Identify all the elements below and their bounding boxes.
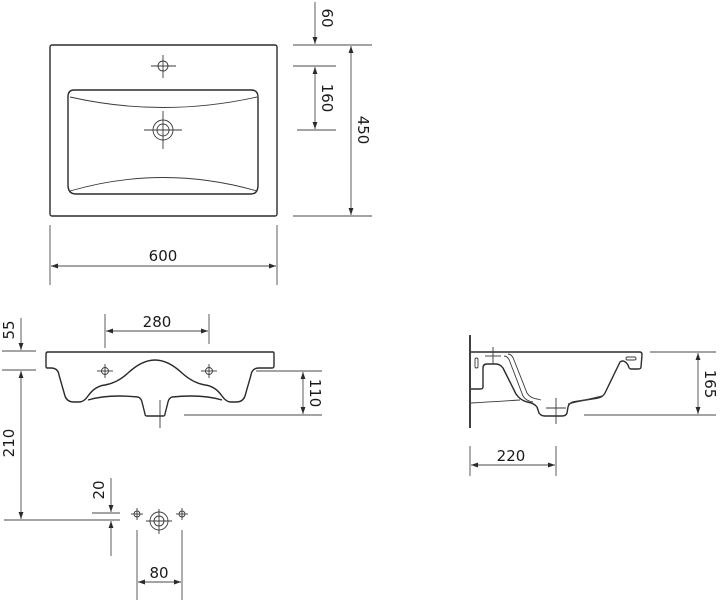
bowl-outline-top — [67, 89, 259, 195]
side-view: 165 220 — [469, 335, 719, 476]
basin-outline-side — [471, 351, 643, 417]
top-view: 600 60 160 450 — [49, 2, 372, 285]
dim-width-600: 600 — [149, 247, 178, 265]
dim-rim-55: 55 — [0, 320, 18, 339]
fixing-hole-left-icon — [131, 508, 143, 520]
dim-fixing-20: 20 — [90, 480, 108, 499]
dim-fixing-80: 80 — [149, 564, 168, 582]
bracket-hole-left-icon — [97, 364, 113, 378]
side-inner-wall — [507, 353, 542, 401]
bowl-rim-curve-bottom — [69, 177, 258, 192]
dim-tap-offset-60: 60 — [318, 8, 336, 27]
dim-height-165: 165 — [701, 370, 719, 399]
overflow-slot-side — [474, 357, 479, 369]
drain-icon — [144, 111, 182, 149]
overflow-slot-rim — [625, 356, 637, 361]
dim-depth-450: 450 — [354, 116, 372, 145]
side-under-line — [470, 399, 521, 404]
drain-waste-front — [87, 395, 223, 417]
basin-outline-front — [45, 351, 275, 403]
tap-hole-icon — [151, 55, 176, 78]
dim-bracket-280: 280 — [143, 313, 172, 331]
dim-tap-drain-160: 160 — [318, 84, 336, 113]
front-view: 280 110 55 210 20 — [0, 313, 324, 600]
bracket-hole-right-icon — [201, 364, 217, 378]
fixing-hole-right-icon — [176, 508, 188, 520]
side-bowl-curve — [567, 395, 603, 405]
dim-waste-210: 210 — [0, 429, 18, 458]
side-inner-wall-2 — [503, 355, 534, 403]
waste-outlet-icon — [146, 509, 172, 534]
dim-drain-220: 220 — [497, 447, 526, 465]
basin-outline-top — [49, 44, 278, 217]
dim-bowl-110: 110 — [306, 379, 324, 408]
bowl-rim-curve-top — [69, 96, 258, 108]
